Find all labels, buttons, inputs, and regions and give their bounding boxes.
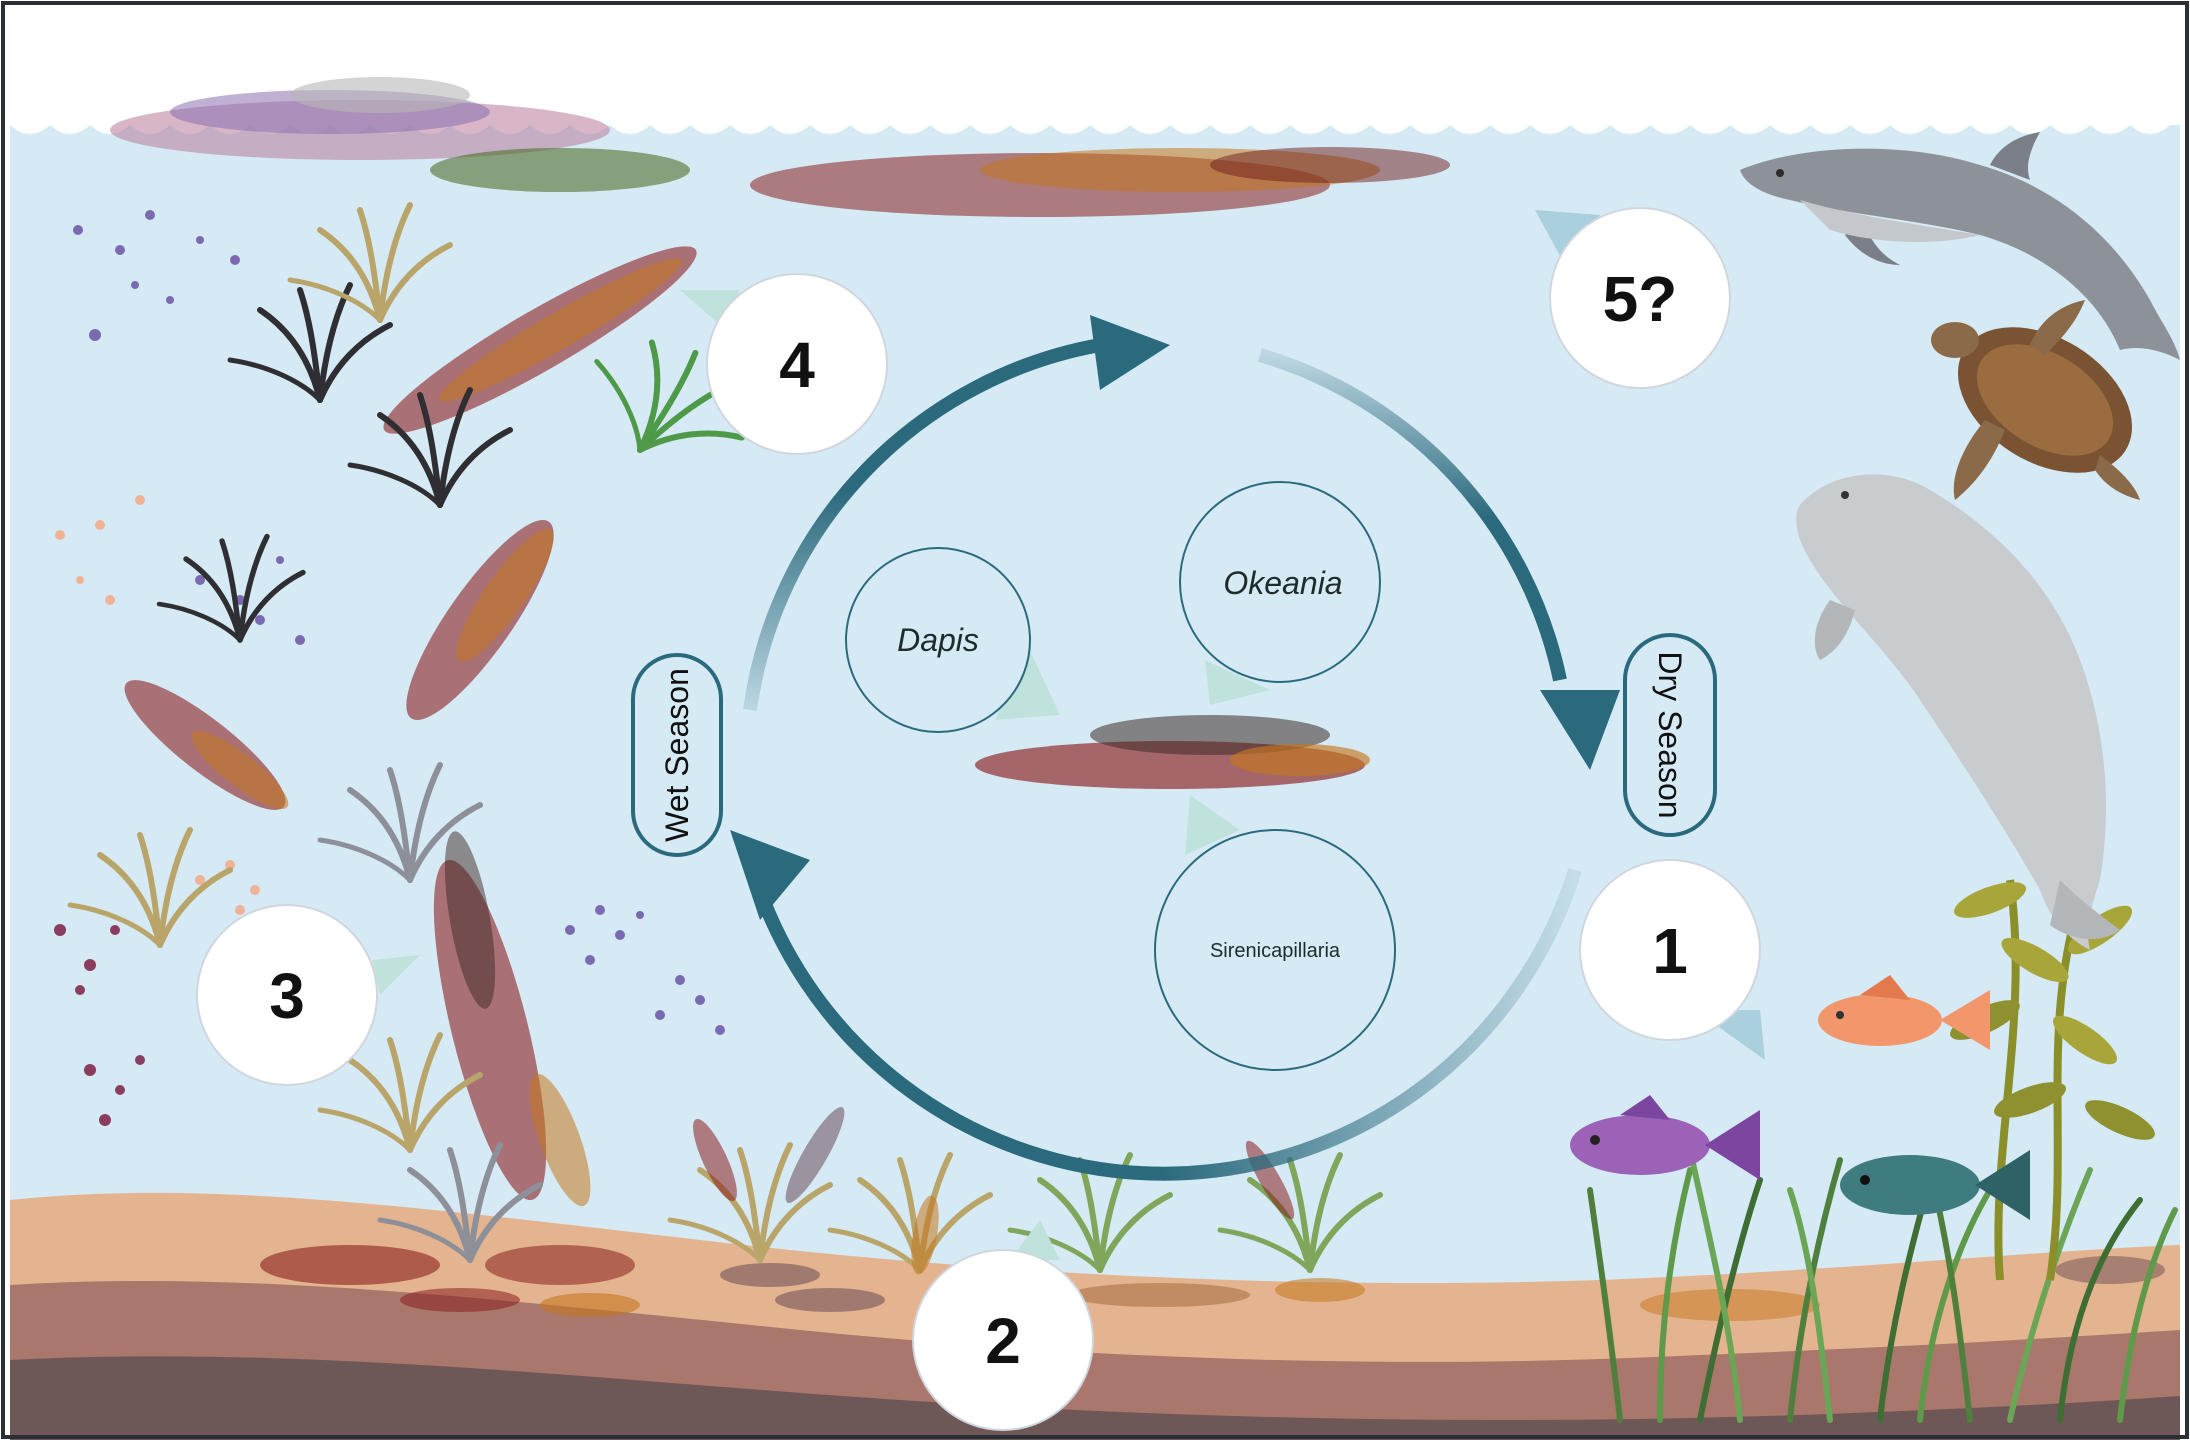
dry-season-label: Dry Season	[1652, 651, 1688, 818]
dry-season-pill: Dry Season	[1625, 635, 1715, 835]
wet-season-pill: Wet Season	[633, 655, 721, 855]
step-number-5: 5?	[1603, 263, 1678, 335]
taxon-label-okeania: Okeania	[1223, 565, 1342, 601]
step-number-3: 3	[269, 960, 305, 1032]
step-number-4: 4	[779, 329, 815, 401]
step-number-1: 1	[1652, 915, 1688, 987]
taxon-label-sirenicapillaria: Sirenicapillaria	[1210, 940, 1341, 962]
taxon-label-dapis: Dapis	[897, 622, 979, 658]
step-number-2: 2	[985, 1305, 1021, 1377]
wet-season-label: Wet Season	[659, 668, 695, 842]
